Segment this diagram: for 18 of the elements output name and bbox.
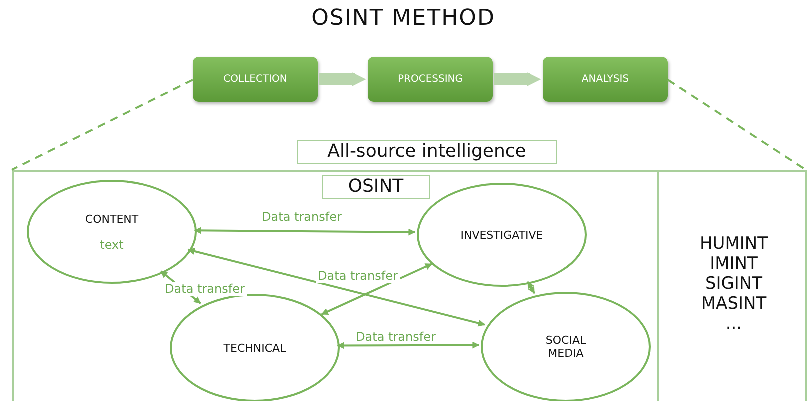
circle-label: CONTENT [85, 212, 139, 226]
process-step: COLLECTION [193, 57, 318, 102]
edge-label: Data transfer [354, 330, 438, 344]
category-circle [27, 180, 197, 284]
edge-label: Data transfer [316, 269, 400, 283]
process-step: PROCESSING [368, 57, 493, 102]
edge-label: Data transfer [260, 210, 344, 224]
discipline-list: HUMINT IMINT SIGINT MASINT ... [700, 234, 768, 334]
category-circle [417, 183, 587, 287]
circle-note: text [100, 238, 124, 252]
panel-heading: OSINT [322, 175, 430, 199]
circle-label: INVESTIGATIVE [460, 228, 544, 242]
panel-heading: All-source intelligence [297, 140, 557, 164]
circle-label: TECHNICAL [224, 342, 286, 354]
process-step: ANALYSIS [543, 57, 668, 102]
diagram-title: OSINT METHOD [310, 6, 496, 31]
edge-label: Data transfer [163, 282, 247, 296]
circle-label: SOCIAL MEDIA [546, 334, 586, 360]
